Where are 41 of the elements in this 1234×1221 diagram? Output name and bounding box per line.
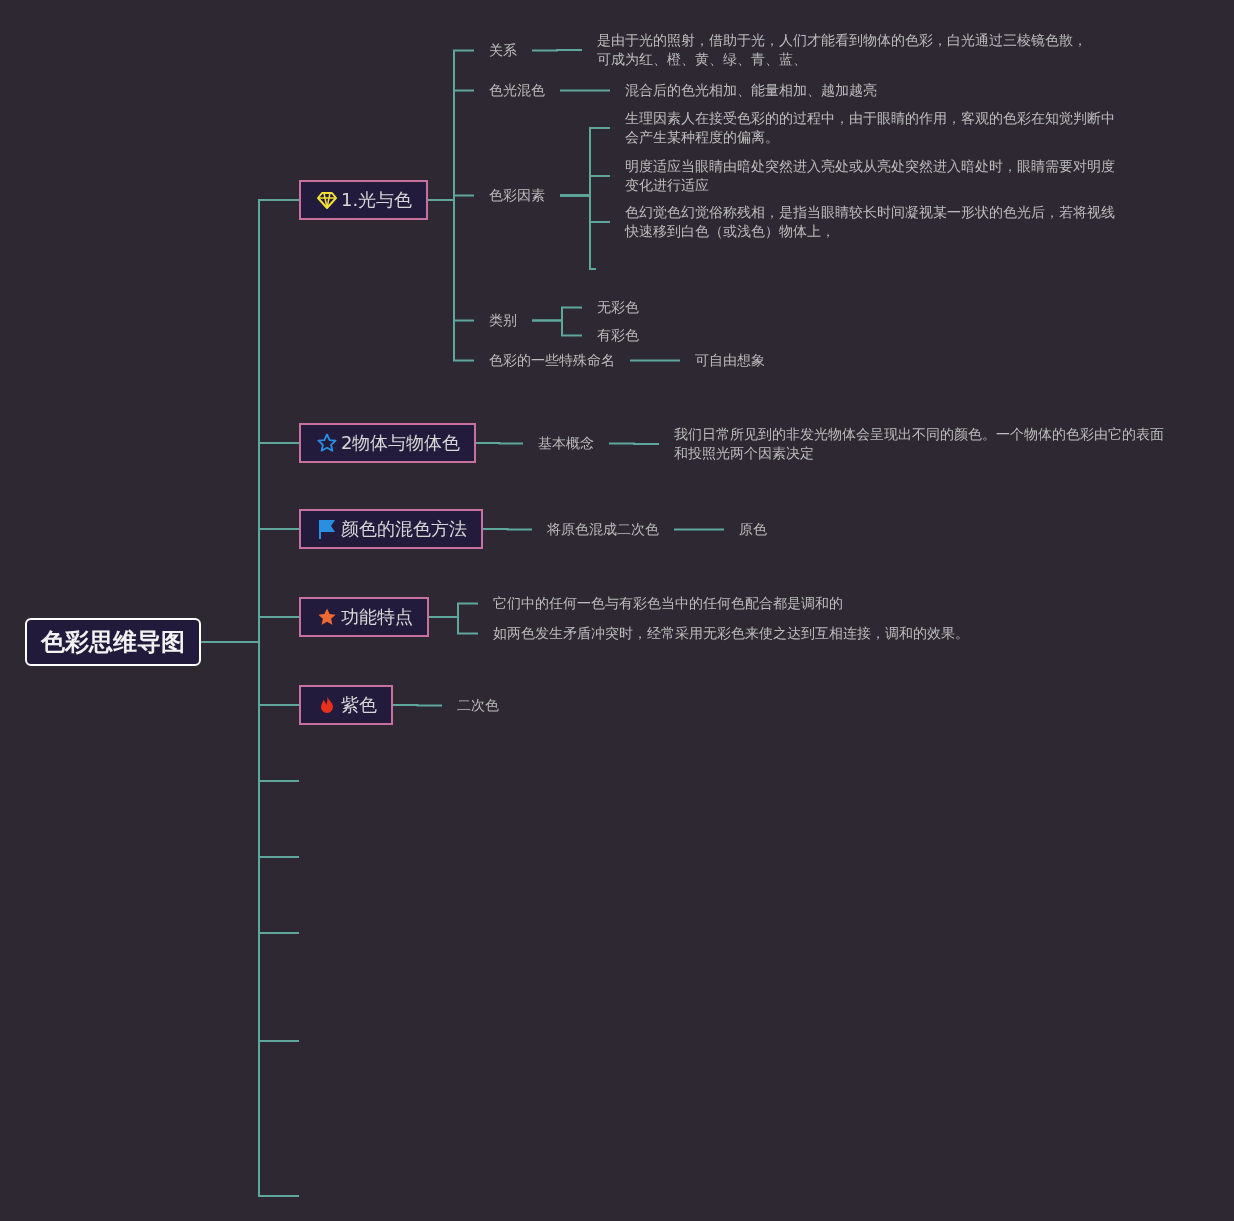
topic-label: 颜色的混色方法 xyxy=(341,517,467,541)
branch-text: 色幻觉色幻觉俗称残相，是指当眼睛较长时间凝视某一形状的色光后，若将视线快速移到白色（或浅色）物体上， xyxy=(610,203,1130,241)
branch-text: 类别 xyxy=(474,310,532,330)
connector-line xyxy=(559,89,611,92)
branch-text: 有彩色 xyxy=(582,325,654,345)
branch-text: 色彩的一些特殊命名 xyxy=(474,350,630,370)
branch-text: 基本概念 xyxy=(523,433,609,453)
topic-label: 1.光与色 xyxy=(341,188,413,212)
connector-line xyxy=(531,49,583,52)
connector-line xyxy=(531,319,583,337)
branch-text: 混合后的色光相加、能量相加、越加越亮 xyxy=(610,80,892,100)
branch-text: 明度适应当眼睛由暗处突然进入亮处或从亮处突然进入暗处时，眼睛需要对明度变化进行适应 xyxy=(610,157,1130,195)
branch-text: 我们日常所见到的非发光物体会呈现出不同的颜色。一个物体的色彩由它的表面和投照光两个因素决定 xyxy=(659,425,1179,463)
branch-text: 无彩色 xyxy=(582,297,654,317)
topic-box xyxy=(299,180,429,220)
connector-line xyxy=(475,442,524,445)
branch-text: 将原色混成二次色 xyxy=(532,519,674,539)
branch-text: 生理因素人在接受色彩的的过程中，由于眼睛的作用，客观的色彩在知觉判断中会产生某种程度的偏离。 xyxy=(610,109,1130,147)
connector-line xyxy=(559,194,597,270)
branch-text: 是由于光的照射，借助于光，人们才能看到物体的色彩，白光通过三棱镜色散，可成为红、橙、黄、绿、青、蓝、 xyxy=(582,31,1102,69)
topic-box xyxy=(299,597,429,637)
branch-text: 原色 xyxy=(724,519,782,539)
topic-label: 紫色 xyxy=(341,693,377,717)
connector-line xyxy=(629,359,681,362)
topic-box xyxy=(299,423,477,463)
branch-text: 二次色 xyxy=(442,695,514,715)
branch-text: 它们中的任何一色与有彩色当中的任何色配合都是调和的 xyxy=(478,593,858,613)
topic-label: 2物体与物体色 xyxy=(341,431,461,455)
branch-text: 可自由想象 xyxy=(680,350,780,370)
central-topic: 色彩思维导图 xyxy=(25,618,201,666)
connector-line xyxy=(482,528,533,531)
topic-box xyxy=(299,685,393,725)
branch-text: 关系 xyxy=(474,40,532,60)
topic-box xyxy=(299,509,483,549)
branch-text: 色彩因素 xyxy=(474,185,560,205)
connector-line xyxy=(392,704,443,707)
connector-line xyxy=(608,442,660,445)
topic-label: 功能特点 xyxy=(341,605,413,629)
connector-line xyxy=(673,528,725,531)
branch-text: 色光混色 xyxy=(474,80,560,100)
branch-text: 如两色发生矛盾冲突时，经常采用无彩色来使之达到互相连接，调和的效果。 xyxy=(478,623,984,643)
